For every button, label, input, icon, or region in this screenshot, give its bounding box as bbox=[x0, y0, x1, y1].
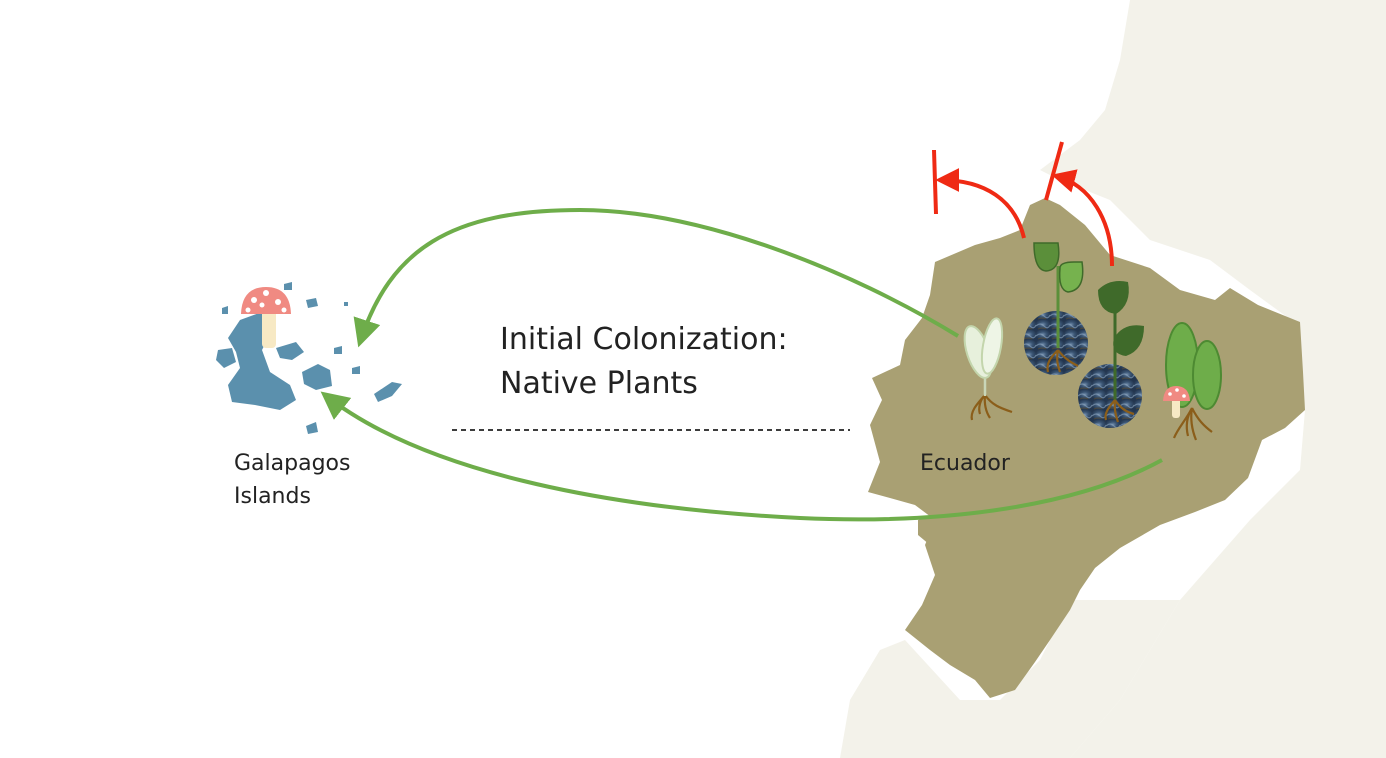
diagram-title: Initial Colonization: Native Plants bbox=[500, 318, 788, 406]
blocked-arrow-icon bbox=[934, 150, 1024, 238]
soil-circle-icon bbox=[1024, 311, 1088, 375]
galapagos-label: Galapagos Islands bbox=[234, 447, 350, 513]
title-line-2: Native Plants bbox=[500, 362, 788, 406]
galapagos-label-line-2: Islands bbox=[234, 480, 350, 513]
title-line-1: Initial Colonization: bbox=[500, 318, 788, 362]
ecuador-label: Ecuador bbox=[920, 447, 1010, 480]
soil-circle-icon bbox=[1078, 364, 1142, 428]
galapagos-label-line-1: Galapagos bbox=[234, 447, 350, 480]
